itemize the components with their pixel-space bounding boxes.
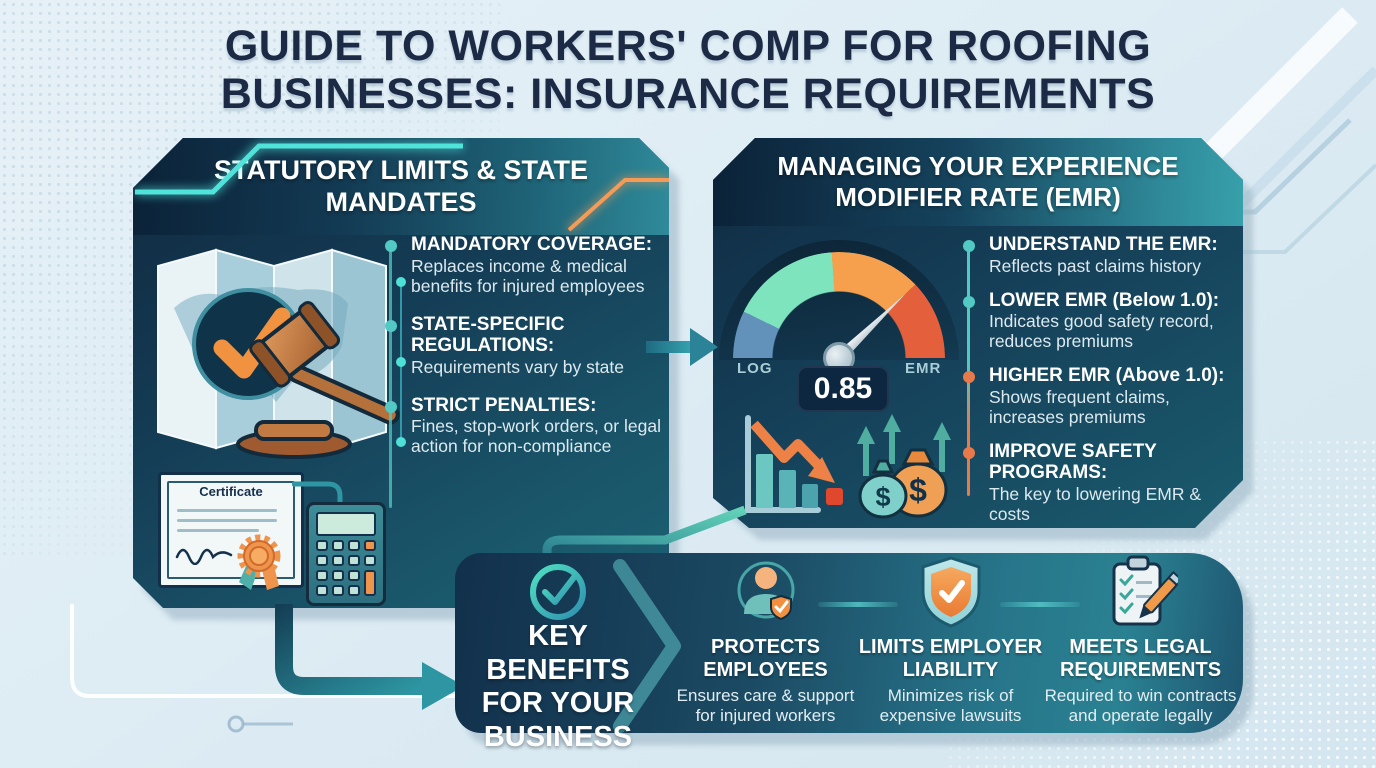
page-title-line1: GUIDE TO WORKERS' COMP FOR ROOFING: [224, 22, 1152, 70]
benefit-protects-employees: PROTECTS EMPLOYEES Ensures care & suppor…: [668, 556, 863, 725]
bullet-higher-emr: HIGHER EMR (Above 1.0): Shows frequent c…: [963, 365, 1239, 428]
gauge-right-label: EMR: [905, 360, 942, 377]
bullet-heading: UNDERSTAND THE EMR:: [989, 234, 1218, 255]
connector-line: [292, 481, 343, 512]
circuit-lines-bottom-left: [70, 604, 645, 733]
bullet-body: Replaces income & medical benefits for i…: [411, 255, 645, 296]
clipboard-pencil-icon: [1104, 555, 1178, 628]
bullet-body: Requirements vary by state: [411, 356, 625, 377]
bullet-mandatory-coverage: MANDATORY COVERAGE: Replaces income & me…: [385, 234, 665, 297]
signature-icon: [175, 548, 233, 565]
chevron-divider-icon: [613, 559, 681, 733]
bullet-understand-emr: UNDERSTAND THE EMR: Reflects past claims…: [963, 234, 1239, 277]
bullet-heading: STRICT PENALTIES:: [411, 394, 597, 416]
shield-check-icon: [917, 556, 985, 628]
certificate-border: [167, 481, 295, 579]
bullet-connector-line: [389, 246, 392, 508]
bullet-heading: MANDATORY COVERAGE:: [411, 234, 653, 255]
declining-chart-icon: [745, 415, 843, 513]
benefits-title: KEY BENEFITS FOR YOUR BUSINESS: [481, 620, 635, 753]
certificate-icon: Certificate: [158, 472, 304, 588]
bullet-heading: STATE-SPECIFIC REGULATIONS:: [411, 313, 565, 357]
bullet-connector-line: [967, 246, 970, 496]
gauge-value: 0.85: [797, 366, 889, 412]
ribbon-rosette-icon: [237, 534, 281, 590]
svg-text:$: $: [875, 482, 890, 512]
bullet-body: Reflects past claims history: [989, 255, 1202, 276]
divider-line: [1000, 602, 1080, 607]
page-title-line2: BUSINESSES: INSURANCE REQUIREMENTS: [220, 70, 1156, 119]
calculator-screen: [316, 512, 376, 536]
calculator-buttons: [316, 540, 376, 596]
emr-gauge-icon: [733, 252, 945, 358]
arrow-to-benefits-panel: [275, 604, 464, 710]
certificate-text-line: [177, 509, 277, 512]
employee-shield-icon: [733, 556, 799, 628]
gavel-icon: [236, 301, 400, 459]
bullet-heading: IMPROVE SAFETY PROGRAMS:: [989, 440, 1157, 484]
certificate-label: Certificate: [199, 484, 263, 499]
bullet-body: Indicates good safety record, reduces pr…: [989, 311, 1214, 352]
divider-line: [818, 602, 898, 607]
bullet-strict-penalties: STRICT PENALTIES: Fines, stop-work order…: [385, 395, 665, 458]
emr-bullet-list: UNDERSTAND THE EMR: Reflects past claims…: [963, 234, 1239, 538]
bullet-lower-emr: LOWER EMR (Below 1.0): Indicates good sa…: [963, 290, 1239, 353]
benefit-heading: LIMITS EMPLOYER LIABILITY: [858, 636, 1043, 681]
teal-money-bag: $: [858, 459, 908, 519]
calculator-icon: [306, 502, 386, 606]
statutory-bullet-list: MANDATORY COVERAGE: Replaces income & me…: [385, 234, 665, 508]
bullet-body: The key to lowering EMR & costs: [989, 483, 1202, 524]
svg-text:$: $: [909, 472, 927, 508]
benefit-heading: PROTECTS EMPLOYEES: [703, 636, 828, 681]
gauge-left-label: LOG: [737, 360, 773, 377]
benefit-body: Minimizes risk of expensive lawsuits: [879, 686, 1022, 725]
gauge-value-text: 0.85: [813, 372, 873, 405]
arrow-left-to-right-panel: [646, 328, 718, 366]
bullet-heading: LOWER EMR (Below 1.0):: [989, 289, 1220, 311]
money-bags-icon: $ $: [857, 414, 951, 519]
circuit-dots-icon: [396, 277, 406, 447]
bullet-heading: HIGHER EMR (Above 1.0):: [989, 365, 1225, 387]
certificate-text-line: [177, 519, 277, 522]
bullet-improve-safety: IMPROVE SAFETY PROGRAMS: The key to lowe…: [963, 441, 1239, 525]
benefit-limits-liability: LIMITS EMPLOYER LIABILITY Minimizes risk…: [853, 556, 1048, 725]
map-gavel-icon: [157, 248, 400, 459]
bullet-body: Shows frequent claims, increases premium…: [989, 386, 1170, 427]
benefit-legal-requirements: MEETS LEGAL REQUIREMENTS Required to win…: [1038, 555, 1243, 725]
bullet-state-regulations: STATE-SPECIFIC REGULATIONS: Requirements…: [385, 314, 665, 378]
benefit-heading: MEETS LEGAL REQUIREMENTS: [1059, 636, 1222, 681]
certificate-text-line: [177, 529, 259, 532]
connector-emr-to-benefits: [542, 505, 747, 556]
benefit-body: Required to win contracts and operate le…: [1044, 686, 1237, 725]
check-circle-icon: [530, 564, 586, 620]
bullet-body: Fines, stop-work orders, or legal action…: [411, 416, 661, 457]
benefit-body: Ensures care & support for injured worke…: [676, 686, 855, 725]
page-title: GUIDE TO WORKERS' COMP FOR ROOFING BUSIN…: [0, 22, 1376, 118]
